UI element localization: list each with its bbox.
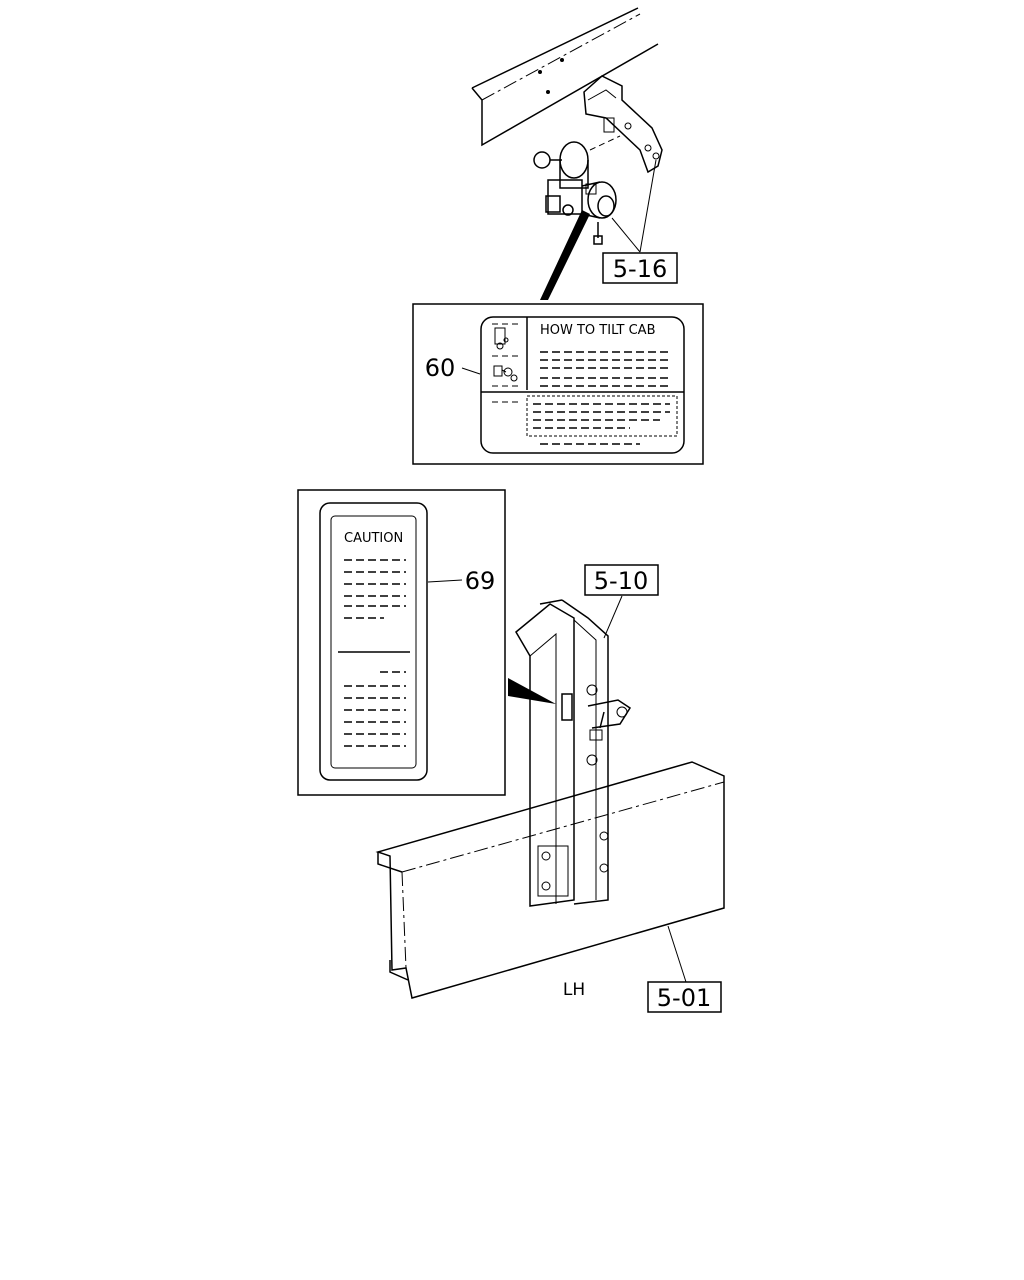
vertical-crossmember [515, 599, 632, 907]
ref-label-5-01: 5-01 [657, 984, 711, 1012]
label-60-panel: HOW TO TILT CAB [412, 303, 704, 465]
pointer-60 [540, 210, 590, 300]
leader-69 [427, 579, 463, 583]
ref-box-5-10: 5-10 [584, 564, 659, 596]
tilt-pump-bracket [583, 75, 663, 174]
ref-box-5-01: 5-01 [647, 981, 722, 1013]
leader-60 [461, 367, 481, 375]
upper-frame-rail [471, 7, 659, 147]
lever-icon [493, 365, 518, 382]
side-marker-lh: LH [563, 980, 585, 1000]
cab-tilt-icon [494, 327, 509, 350]
pointer-69 [508, 678, 556, 704]
label-69-title: CAUTION [344, 531, 403, 546]
ref-label-5-16: 5-16 [613, 255, 667, 283]
leader-5-01 [667, 925, 687, 983]
lower-frame-member [375, 761, 725, 999]
label-60-title: HOW TO TILT CAB [540, 323, 656, 338]
item-label-60: 60 [425, 354, 456, 382]
item-label-69: 69 [465, 567, 496, 595]
tilt-pump-assembly [533, 141, 617, 245]
leader-5-10 [603, 595, 623, 639]
leader-5-16b [639, 159, 657, 253]
ref-box-5-16: 5-16 [602, 252, 678, 284]
label-69-panel: CAUTION [297, 489, 506, 796]
ref-label-5-10: 5-10 [594, 567, 648, 595]
leader-5-16a [611, 217, 641, 253]
